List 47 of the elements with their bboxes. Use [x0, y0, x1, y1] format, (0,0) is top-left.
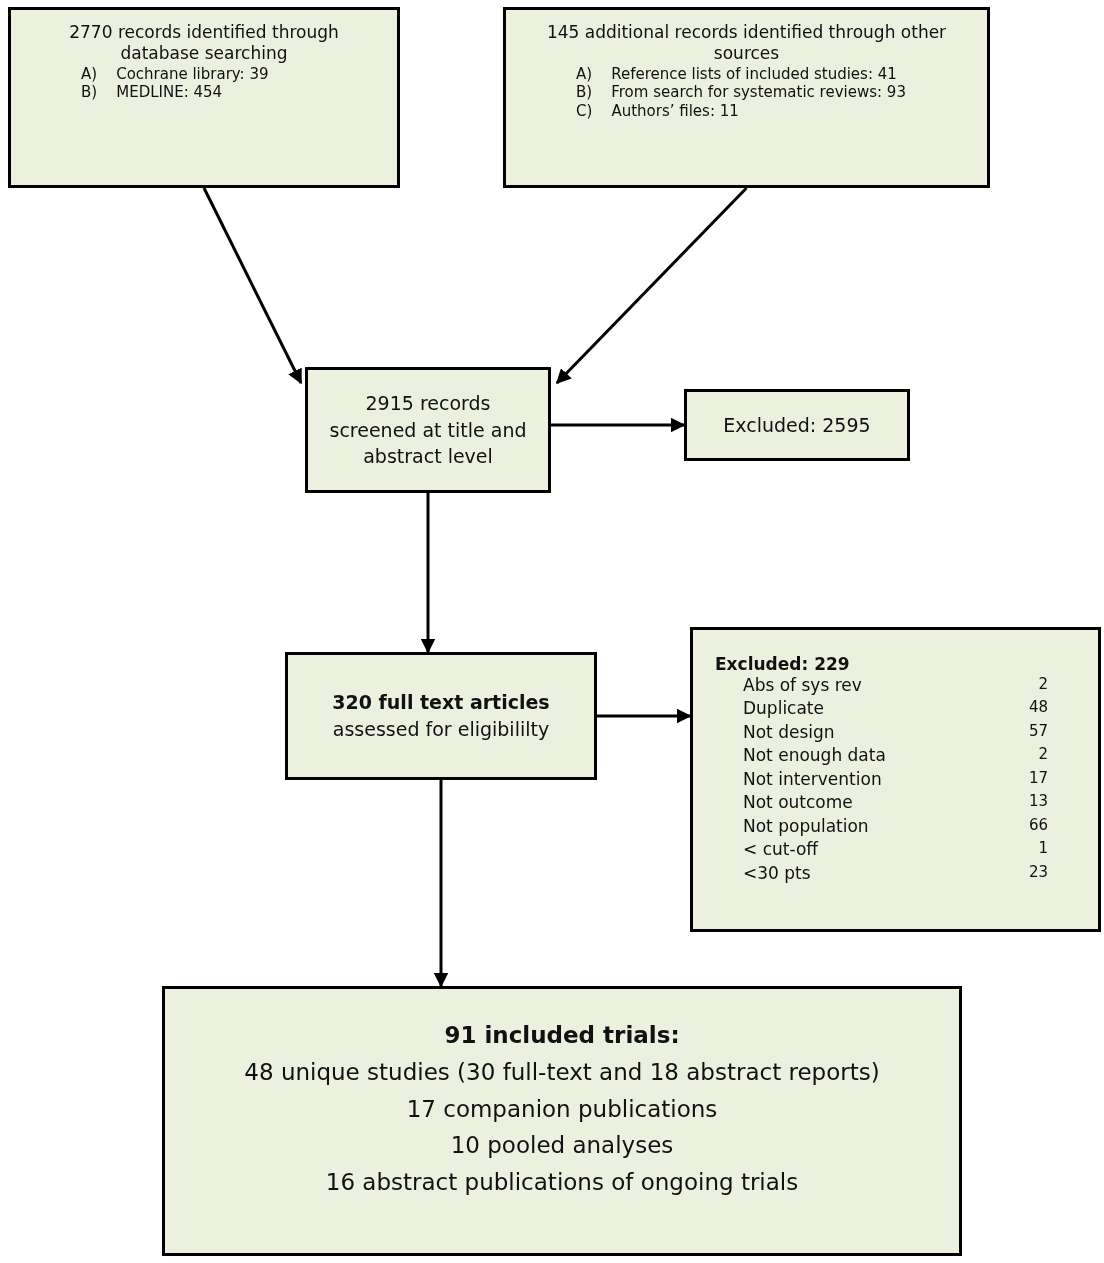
count-cell-text: 2: [1038, 674, 1048, 695]
process-box: [305, 367, 551, 493]
box-text: 10 pooled analyses: [450, 1131, 674, 1161]
reason-cell: Not outcome: [743, 791, 853, 815]
box-text: 16 abstract publications of ongoing trials: [325, 1168, 799, 1198]
box-heading: 145 additional records identified through other sources: [546, 22, 947, 65]
box-text: 320 full text articles assessed for eligibililty: [331, 690, 551, 742]
box-text: 2915 records screened at title and abstract level: [328, 391, 528, 470]
process-box: [285, 652, 597, 780]
process-box: [162, 986, 962, 1256]
arrow: [597, 708, 692, 724]
count-cell-text: 2: [1038, 744, 1048, 766]
list-item: A) Cochrane library: 39: [81, 64, 269, 84]
box-text: 17 companion publications: [406, 1094, 718, 1124]
process-box: [684, 389, 910, 461]
reason-cell: Duplicate: [743, 697, 824, 721]
list-item: C) Authors’ files: 11: [576, 102, 739, 121]
list-item: B) MEDLINE: 454: [81, 83, 223, 102]
reason-cell-text: <30 pts: [743, 861, 811, 885]
count-cell-text: 23: [1028, 861, 1048, 883]
reason-cell-text: Abs of sys rev: [743, 674, 862, 697]
list-item: A) Reference lists of included studies: 41: [576, 64, 897, 84]
box-heading: 2770 records identified through database searching: [68, 22, 340, 65]
count-cell-text: 48: [1028, 697, 1048, 719]
count-cell-text: 66: [1028, 814, 1048, 836]
count-cell-text: 1: [1038, 838, 1048, 860]
box-heading: Excluded: 229: [715, 654, 850, 674]
arrow: [202, 187, 303, 385]
box-text: Excluded: 2595: [723, 412, 871, 438]
arrow: [433, 780, 449, 988]
reason-cell-text: Not population: [743, 814, 869, 838]
box-text: 48 unique studies (30 full-text and 18 abstract reports): [244, 1057, 880, 1087]
exclusion-box: [690, 627, 1101, 932]
arrow: [420, 493, 436, 654]
count-cell-text: 57: [1028, 720, 1048, 742]
reason-cell-text: Not intervention: [743, 767, 882, 791]
reason-cell: < cut-off: [743, 838, 818, 862]
arrow: [551, 417, 686, 433]
count-cell-text: 13: [1028, 791, 1048, 813]
box-heading: 91 included trials:: [444, 1021, 680, 1050]
reason-cell-text: Not design: [743, 720, 835, 744]
process-box: [8, 7, 400, 188]
list-item: B) From search for systematic reviews: 93: [576, 83, 906, 102]
reason-cell: Not enough data: [743, 744, 886, 768]
arrow: [555, 186, 748, 385]
process-box: [503, 7, 990, 188]
count-cell-text: 17: [1028, 767, 1048, 789]
